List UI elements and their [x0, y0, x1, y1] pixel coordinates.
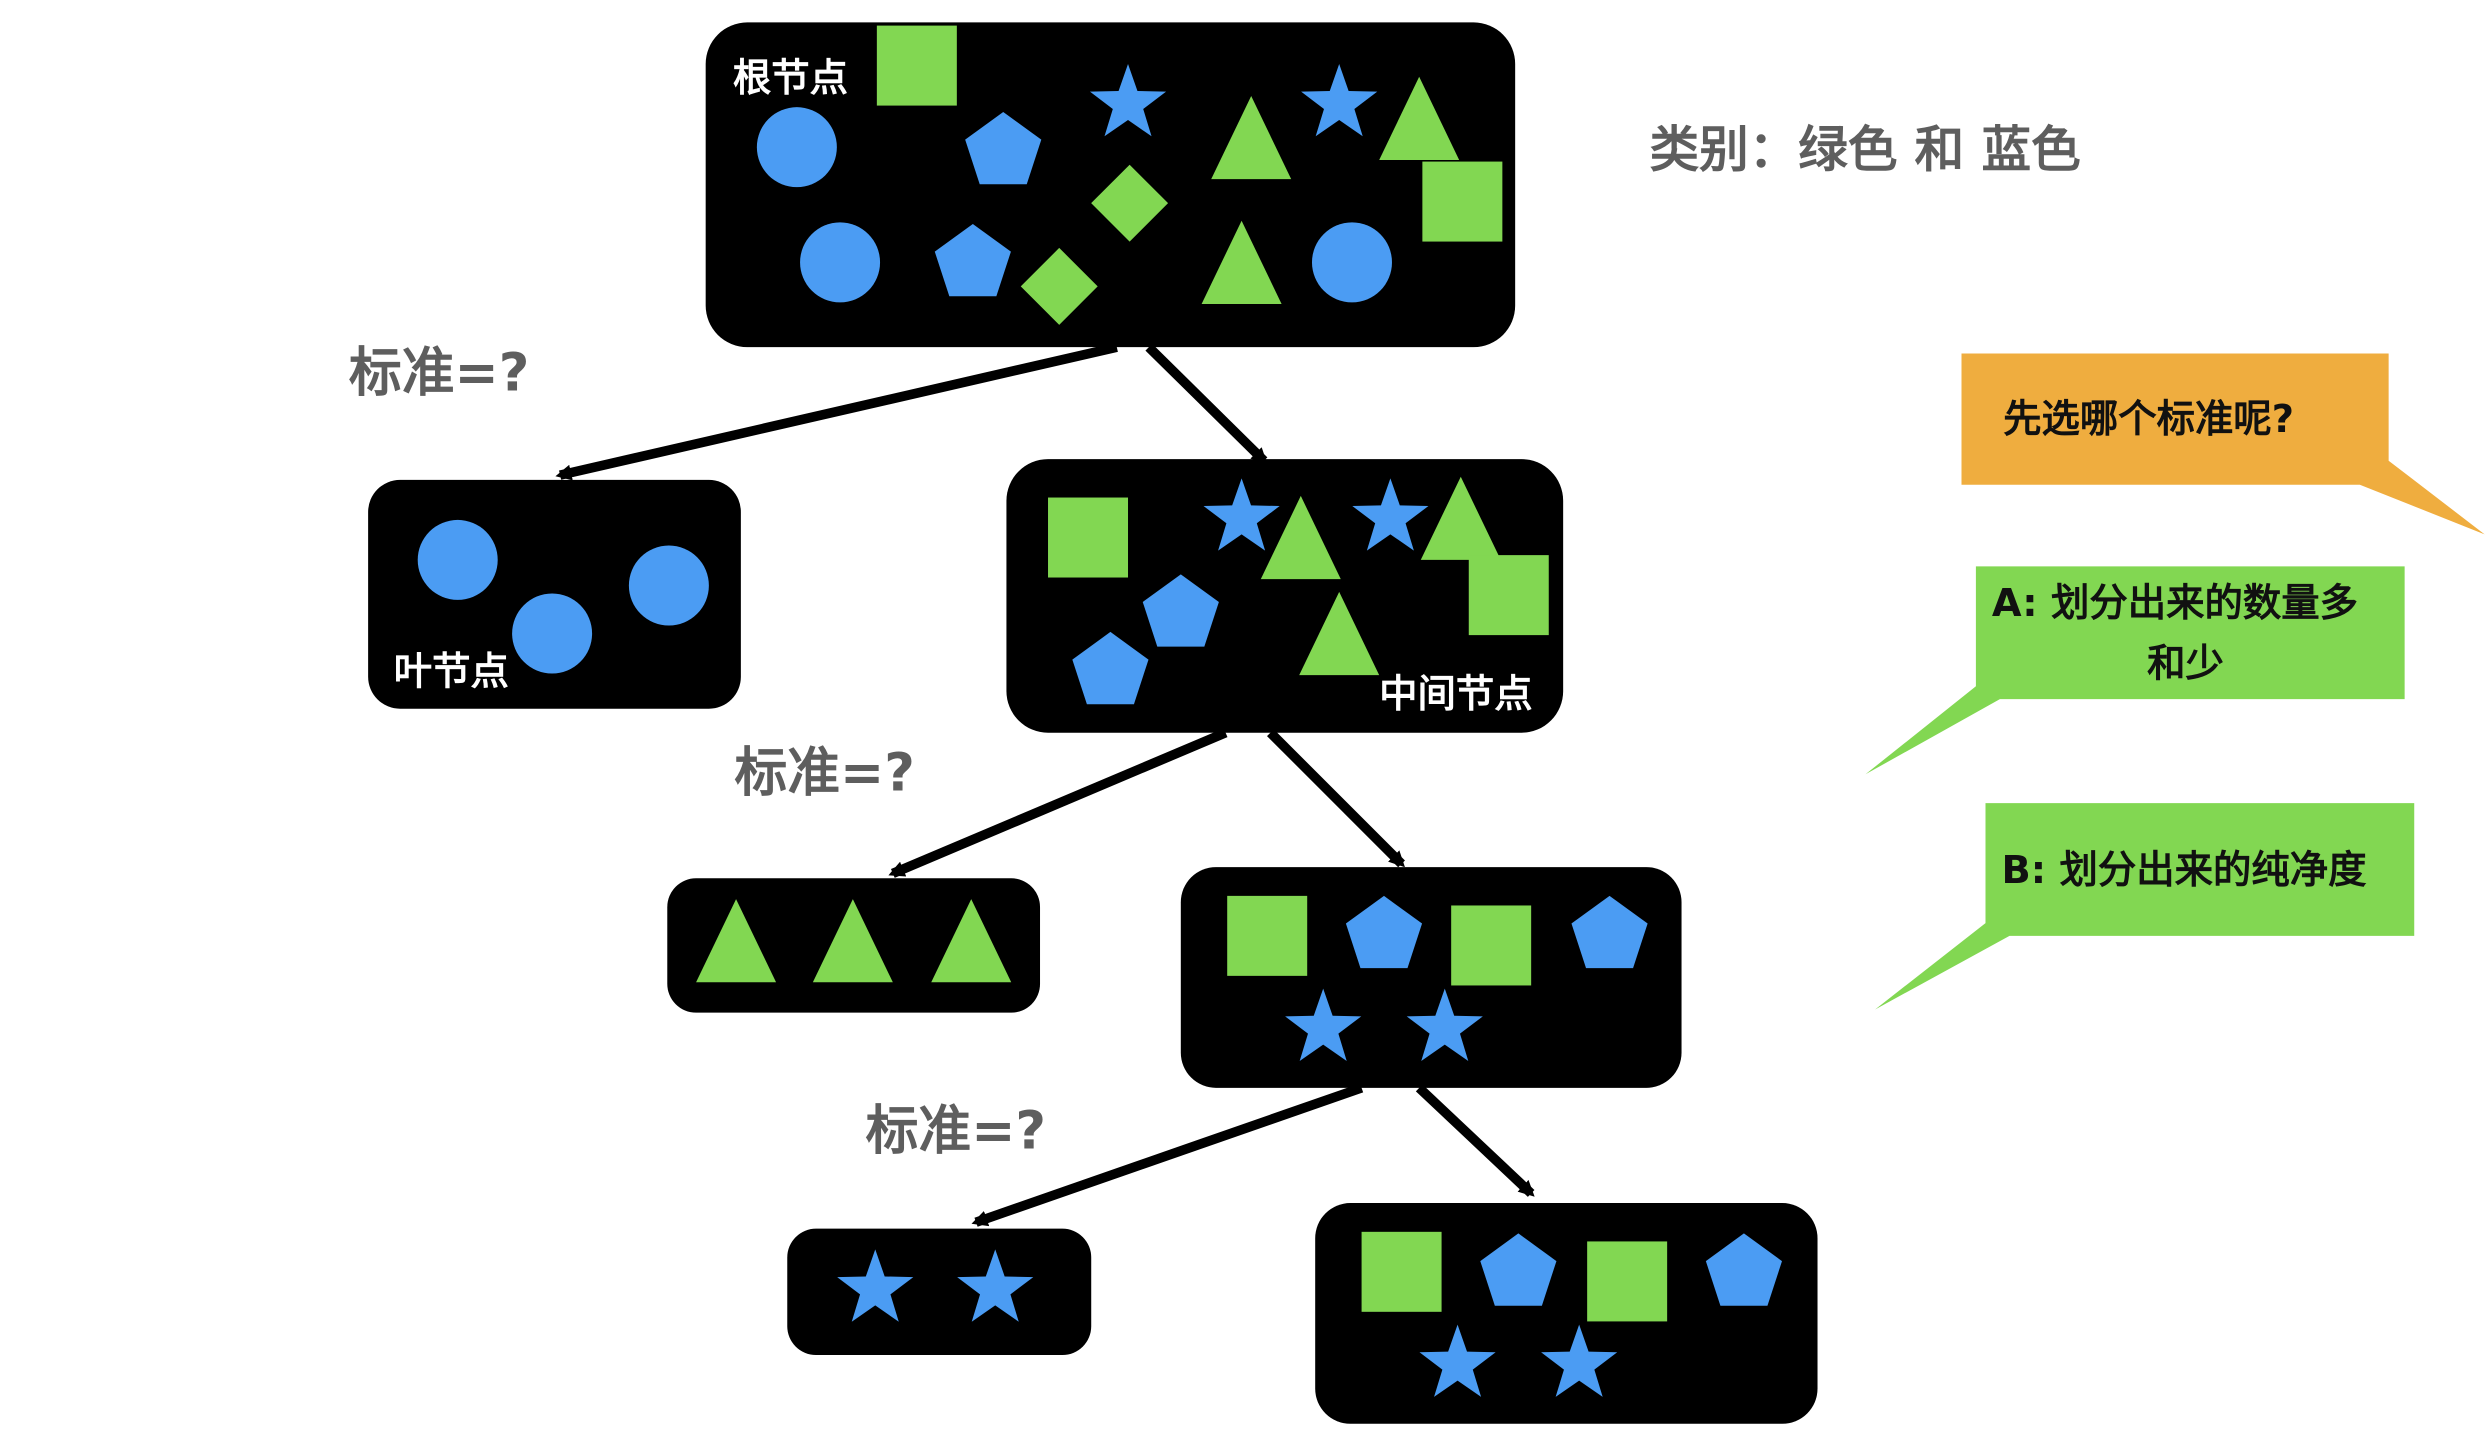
option-a-bubble: A: 划分出来的数量多 和少	[1865, 566, 2405, 775]
option-b-bubble: B: 划分出来的纯净度	[1875, 803, 2415, 1010]
edge-root-to-middle	[1145, 343, 1268, 465]
green-square-shape	[1587, 1241, 1668, 1322]
option-b-text: B: 划分出来的纯净度	[2001, 848, 2367, 893]
mixed-node-level3	[1315, 1203, 1818, 1424]
edge-mixed-to-stars	[971, 1083, 1364, 1227]
green-square-shape	[876, 25, 957, 106]
green-square-shape	[1451, 905, 1532, 986]
criterion-label-2: 标准=?	[734, 742, 914, 803]
stars-node	[787, 1228, 1092, 1356]
triangles-node	[667, 878, 1041, 1013]
green-square-shape	[1422, 161, 1503, 242]
green-square-shape	[1468, 555, 1549, 636]
middle-node: 中间节点	[1006, 459, 1564, 733]
category-label: 类别：绿色 和 蓝色	[1650, 120, 2081, 178]
root-node-label: 根节点	[733, 56, 848, 101]
question-bubble-text: 先选哪个标准呢?	[2003, 397, 2294, 442]
green-square-shape	[1048, 497, 1129, 578]
criterion-label-3: 标准=?	[866, 1101, 1046, 1162]
blue-circle-shape	[628, 545, 709, 626]
blue-circle-shape	[800, 222, 881, 303]
middle-node-label: 中间节点	[1379, 672, 1533, 717]
edge-mixed-to-mixed	[1415, 1084, 1535, 1197]
green-square-shape	[1227, 895, 1308, 976]
green-diamond-shape	[1091, 164, 1169, 242]
mixed-node-level2	[1180, 867, 1682, 1088]
blue-circle-shape	[512, 593, 593, 674]
blue-circle-shape	[417, 519, 498, 600]
blue-circle-shape	[1311, 222, 1392, 303]
blue-circle-shape	[756, 107, 837, 188]
edge-root-to-leaf	[555, 342, 1118, 481]
green-diamond-shape	[1020, 247, 1098, 325]
tree-edges	[555, 342, 1535, 1227]
green-square-shape	[1361, 1231, 1442, 1312]
edge-middle-to-mixed	[1267, 729, 1405, 868]
root-node: 根节点	[705, 22, 1516, 348]
option-a-text-line1: A: 划分出来的数量多	[1992, 581, 2358, 626]
leaf-node: 叶节点	[368, 479, 741, 709]
question-bubble: 先选哪个标准呢?	[1961, 353, 2485, 535]
criterion-label-1: 标准=?	[349, 342, 529, 403]
leaf-node-label: 叶节点	[394, 650, 509, 695]
edge-middle-to-triangles	[888, 728, 1228, 878]
option-a-text-line2: 和少	[2147, 642, 2224, 687]
